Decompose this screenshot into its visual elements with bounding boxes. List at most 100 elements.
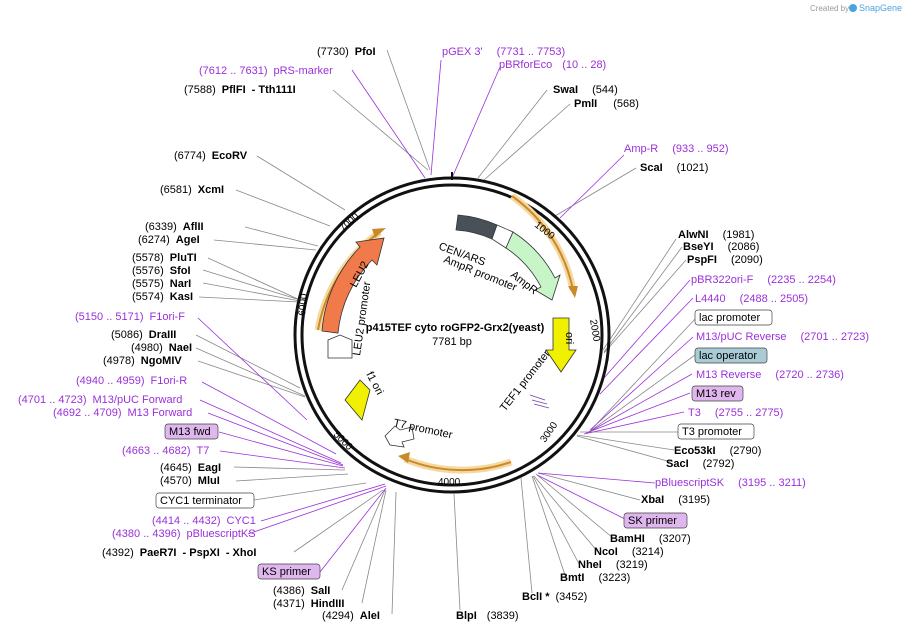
m13-reverse-label: M13 Reverse(2720 .. 2736) (696, 369, 844, 381)
leu2-promoter-label: LEU2 promoter (351, 281, 373, 357)
l4440-label: L4440(2488 .. 2505) (695, 293, 808, 305)
saci-label: SacI(2792) (666, 458, 734, 470)
sali-label: (4386)SalI (273, 585, 330, 597)
nari-label: (5575)NarI (132, 278, 191, 290)
snapgene-logo-icon (849, 4, 857, 12)
lac-promoter-box (694, 309, 773, 326)
m13puc-rev-label: M13/pUC Reverse(2701 .. 2723) (696, 331, 869, 343)
xbai-label: XbaI(3195) (641, 494, 710, 506)
leader-lines (195, 49, 697, 615)
watermark-app: SnapGene (859, 3, 902, 13)
ori-arrow (545, 317, 577, 373)
leu2-promoter-arrow (327, 334, 353, 359)
feature-arrows (321, 214, 577, 448)
pflfi-label: (7588)PflFI- Tth111I (184, 84, 296, 96)
watermark-created-by: Created by (810, 4, 849, 13)
swai-label: SwaI(544) (553, 84, 618, 96)
m13-fwd-box-label: M13 fwd (169, 426, 211, 438)
t3-promoter-box (677, 423, 755, 440)
leu2-arrow (321, 237, 385, 334)
xcmi-label: (6581)XcmI (160, 184, 224, 196)
ngomiv-label: (4978)NgoMIV (103, 355, 182, 367)
sk-primer-box (623, 512, 688, 529)
ncoi-label: NcoI(3214) (594, 546, 664, 558)
pfoi-label: (7730)PfoI (317, 46, 376, 58)
pspfi-label: PspFI(2090) (687, 254, 763, 266)
ks-primer-box (257, 563, 321, 580)
alwni-label: AlwNI(1981) (678, 229, 754, 241)
f1ori-f-label: (5150 .. 5171)F1ori-F (75, 311, 185, 323)
t3-promoter-label: T3 promoter (682, 426, 742, 438)
tick-2000: 2000 (587, 319, 602, 343)
sk-primer-label: SK primer (628, 515, 677, 527)
aflii-label: (6339)AflII (145, 221, 204, 233)
bottom-orf-arc-line (404, 458, 512, 472)
m13-fwd-box (164, 423, 219, 440)
ampr-arrow (505, 231, 561, 301)
draiii-label: (5086)DraIII (111, 329, 176, 341)
site-labels: (7730)PfoI pGEX 3'(7731 .. 7753) pBRforE… (18, 46, 869, 622)
t3-label: T3(2755 .. 2775) (688, 407, 783, 419)
bseyi-label: BseYI(2086) (683, 241, 759, 253)
m13-fwd-label: (4692 .. 4709)M13 Forward (53, 407, 192, 419)
m13-rev-box (691, 385, 744, 402)
alei-label: (4294)AleI (322, 610, 380, 622)
ampr-orf-arrow-icon (568, 286, 578, 298)
plasmid-title: p415TEF cyto roGFP2-Grx2(yeast) 7781 bp (366, 322, 545, 348)
m13-rev-box-label: M13 rev (696, 388, 736, 400)
tef1-promoter-label: TEF1 promoter (498, 348, 553, 414)
ecorv-label: (6774)EcoRV (174, 150, 248, 162)
t7-primer-label: (4663 .. 4682)T7 (122, 445, 209, 457)
tick-4000: 4000 (438, 477, 461, 488)
label-boxes: M13 fwd CYC1 terminator KS primer SK pri… (155, 309, 773, 580)
naei-label: (4980)NaeI (131, 342, 192, 354)
ampr-orf-arc-line (511, 195, 574, 291)
leu2-orf-arrow-icon (372, 228, 386, 238)
plasmid-length: 7781 bp (432, 336, 472, 348)
pbluescriptks-label: (4380 .. 4396)pBluescriptKS (112, 528, 256, 540)
pbr322ori-label: pBR322ori-F(2235 .. 2254) (691, 274, 836, 286)
bamhi-label: BamHI(3207) (610, 533, 691, 545)
kasi-label: (5574)KasI (132, 291, 193, 303)
ks-primer-label: KS primer (262, 566, 311, 578)
lac-operator-box (694, 347, 768, 364)
sfoi-label: (5576)SfoI (132, 265, 191, 277)
snapgene-watermark: Created by SnapGene (810, 3, 902, 13)
bmti-label: BmtI(3223) (560, 572, 630, 584)
pbrforeco-label: pBRforEco(10 .. 28) (499, 59, 606, 71)
cyc1-label: (4414 .. 4432)CYC1 (152, 515, 256, 527)
cyc1-terminator-label: CYC1 terminator (160, 495, 242, 507)
tef1-tick-marks (529, 394, 550, 409)
blpi-label: BlpI(3839) (456, 610, 519, 622)
prs-marker-label: (7612 .. 7631)pRS-marker (199, 65, 333, 77)
bottom-orf-arrow-icon (398, 452, 410, 463)
ampr-primer-label: Amp-R(933 .. 952) (624, 143, 729, 155)
eco53ki-label: Eco53kI(2790) (674, 445, 761, 457)
lac-promoter-label: lac promoter (699, 312, 760, 324)
tick-7000: 7000 (338, 211, 362, 234)
pmli-label: PmlI(568) (574, 98, 639, 110)
tick-6000: 6000 (297, 293, 310, 317)
pluti-label: (5578)PluTI (132, 252, 197, 264)
m13puc-fwd-label: (4701 .. 4723)M13/pUC Forward (18, 394, 182, 406)
plasmid-name: p415TEF cyto roGFP2-Grx2(yeast) (366, 322, 545, 334)
bcli-label: BclI *(3452) (522, 591, 587, 603)
cyc1-terminator-box (155, 492, 255, 509)
cen-ars-arrow (455, 214, 498, 240)
hindiii-label: (4371)HindIII (273, 598, 344, 610)
mlui-label: (4570)MluI (160, 475, 220, 487)
t7-promoter-arrow (384, 425, 415, 448)
nhei-label: NheI(3219) (578, 559, 648, 571)
paer7i-label: (4392)PaeR7I- PspXI- XhoI (102, 547, 256, 559)
pgex3-label: pGEX 3'(7731 .. 7753) (442, 46, 565, 58)
eagi-label: (4645)EagI (160, 462, 221, 474)
pbluescriptsk-label: pBluescriptSK(3195 .. 3211) (655, 477, 806, 489)
f1-ori-arrow (344, 379, 371, 421)
lac-operator-label: lac operator (699, 350, 757, 362)
plasmid-backbone (293, 172, 611, 494)
ori-label: ori (563, 332, 575, 344)
scai-label: ScaI(1021) (640, 162, 708, 174)
f1ori-r-label: (4940 .. 4959)F1ori-R (76, 375, 187, 387)
agei-label: (6274)AgeI (138, 234, 200, 246)
